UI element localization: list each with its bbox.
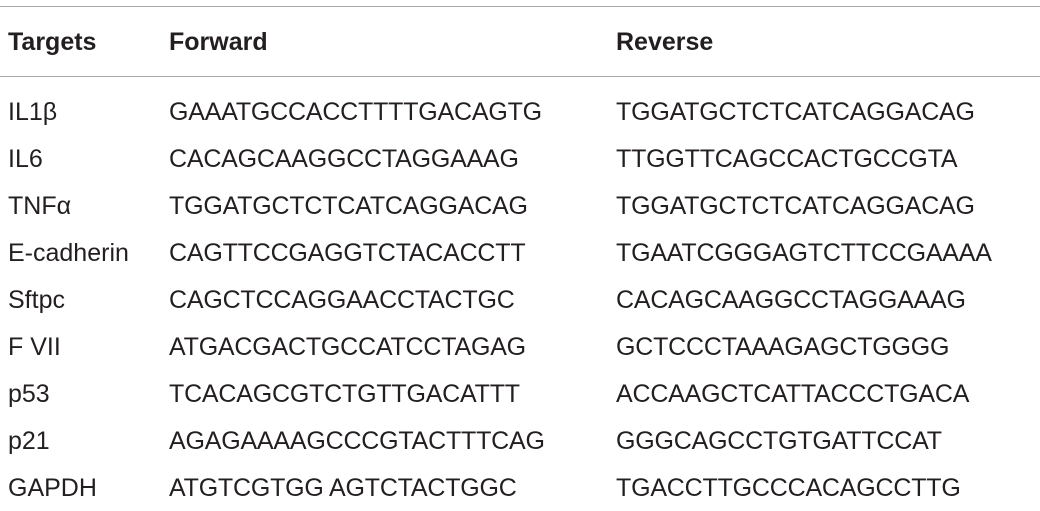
table-row: TNFα TGGATGCTCTCATCAGGACAG TGGATGCTCTCAT…: [0, 183, 1040, 229]
target-cell: E-cadherin: [8, 239, 129, 267]
reverse-cell: TGGATGCTCTCATCAGGACAG: [616, 192, 975, 220]
header-targets: Targets: [8, 28, 97, 56]
target-cell: IL1β: [8, 98, 58, 126]
header-forward: Forward: [169, 28, 268, 56]
forward-cell: CAGCTCCAGGAACCTACTGC: [169, 286, 515, 314]
forward-cell: TGGATGCTCTCATCAGGACAG: [169, 192, 528, 220]
reverse-cell: TGGATGCTCTCATCAGGACAG: [616, 98, 975, 126]
table-header-rule: [0, 76, 1040, 77]
reverse-cell: ACCAAGCTCATTACCCTGACA: [616, 380, 970, 408]
reverse-cell: TGACCTTGCCCACAGCCTTG: [616, 474, 961, 502]
table-row: F VII ATGACGACTGCCATCCTAGAG GCTCCCTAAAGA…: [0, 324, 1040, 370]
forward-cell: TCACAGCGTCTGTTGACATTT: [169, 380, 520, 408]
table-row: E-cadherin CAGTTCCGAGGTCTACACCTT TGAATCG…: [0, 230, 1040, 276]
forward-cell: CAGTTCCGAGGTCTACACCTT: [169, 239, 526, 267]
table-row: p53 TCACAGCGTCTGTTGACATTT ACCAAGCTCATTAC…: [0, 371, 1040, 417]
target-cell: p21: [8, 427, 50, 455]
reverse-cell: CACAGCAAGGCCTAGGAAAG: [616, 286, 966, 314]
forward-cell: CACAGCAAGGCCTAGGAAAG: [169, 145, 519, 173]
target-cell: p53: [8, 380, 50, 408]
reverse-cell: TTGGTTCAGCCACTGCCGTA: [616, 145, 958, 173]
table-row: IL1β GAAATGCCACCTTTTGACAGTG TGGATGCTCTCA…: [0, 89, 1040, 135]
table-top-rule: [0, 6, 1040, 7]
forward-cell: ATGACGACTGCCATCCTAGAG: [169, 333, 526, 361]
target-cell: TNFα: [8, 192, 72, 220]
header-reverse: Reverse: [616, 28, 714, 56]
table-row: Sftpc CAGCTCCAGGAACCTACTGC CACAGCAAGGCCT…: [0, 277, 1040, 323]
reverse-cell: GCTCCCTAAAGAGCTGGGG: [616, 333, 950, 361]
target-cell: F VII: [8, 333, 61, 361]
reverse-cell: GGGCAGCCTGTGATTCCAT: [616, 427, 942, 455]
reverse-cell: TGAATCGGGAGTCTTCCGAAAA: [616, 239, 992, 267]
target-cell: Sftpc: [8, 286, 65, 314]
table-row: p21 AGAGAAAAGCCCGTACTTTCAG GGGCAGCCTGTGA…: [0, 418, 1040, 464]
forward-cell: ATGTCGTGG AGTCTACTGGC: [169, 474, 517, 502]
target-cell: GAPDH: [8, 474, 97, 502]
forward-cell: GAAATGCCACCTTTTGACAGTG: [169, 98, 542, 126]
table-row: GAPDH ATGTCGTGG AGTCTACTGGC TGACCTTGCCCA…: [0, 465, 1040, 511]
target-cell: IL6: [8, 145, 43, 173]
forward-cell: AGAGAAAAGCCCGTACTTTCAG: [169, 427, 545, 455]
table-header-row: Targets Forward Reverse: [0, 24, 1040, 60]
table-row: IL6 CACAGCAAGGCCTAGGAAAG TTGGTTCAGCCACTG…: [0, 136, 1040, 182]
